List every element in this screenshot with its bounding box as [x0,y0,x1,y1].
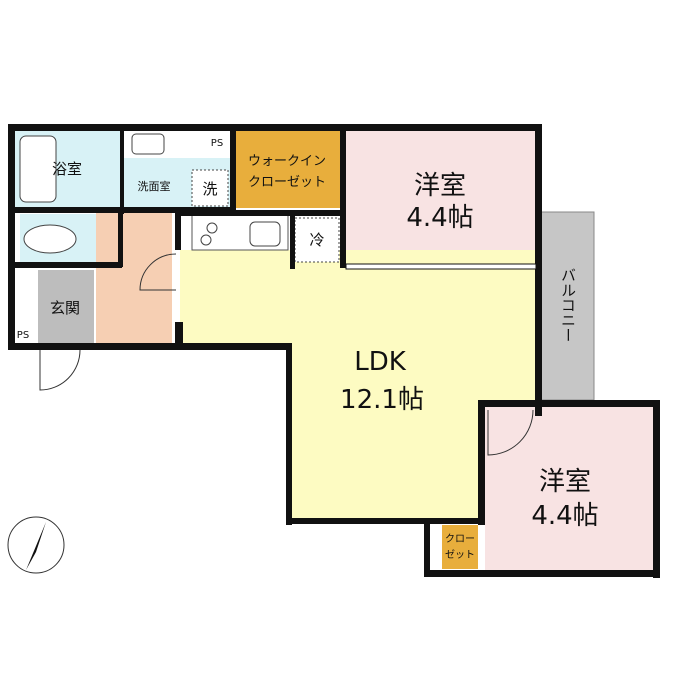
walk-in-closet [235,130,340,208]
western2-label: 洋室 [539,467,591,497]
hallway [96,212,172,346]
ps-entry-label: PS [17,330,29,341]
hall-door[interactable] [139,253,177,291]
washroom-label: 洗面室 [138,179,171,193]
ps-top-label: PS [211,138,223,149]
stove-burner-icon [206,222,218,234]
western2-size: 4.4帖 [531,501,598,531]
ps-top [204,131,230,151]
closet-2 [442,525,478,569]
wash-sink-icon [131,133,165,155]
stove-burner-icon [200,234,212,246]
ldk-label: LDK [354,347,407,377]
balcony [540,211,595,401]
wic-label-1: ウォークイン [248,154,326,169]
western1-size: 4.4帖 [406,203,473,233]
compass-icon [7,516,65,574]
room2-door[interactable] [487,409,534,456]
ps-entry [12,323,34,343]
fridge-label: 冷 [309,231,324,249]
washer-space [191,169,229,207]
entrance [38,270,94,346]
walls [8,124,660,578]
western-room-2 [485,405,655,570]
closet2-label-1: クロー [445,533,475,545]
wic-label-2: クローゼット [248,175,326,190]
western-room-1 [345,130,535,266]
balcony-label: バルコニー [559,268,577,343]
fridge-space [294,217,340,263]
bathtub-icon [19,135,57,203]
entrance-door[interactable] [39,349,81,391]
washer-label: 洗 [202,180,217,198]
ldk [180,250,535,520]
western1-label: 洋室 [414,171,466,201]
ldk-size: 12.1帖 [340,385,424,415]
entrance-label: 玄関 [50,299,80,317]
toilet-icon [23,224,77,254]
kitchen-sink-icon [249,221,281,247]
closet2-label-2: ゼット [445,549,475,561]
bath-label: 浴室 [52,160,82,178]
